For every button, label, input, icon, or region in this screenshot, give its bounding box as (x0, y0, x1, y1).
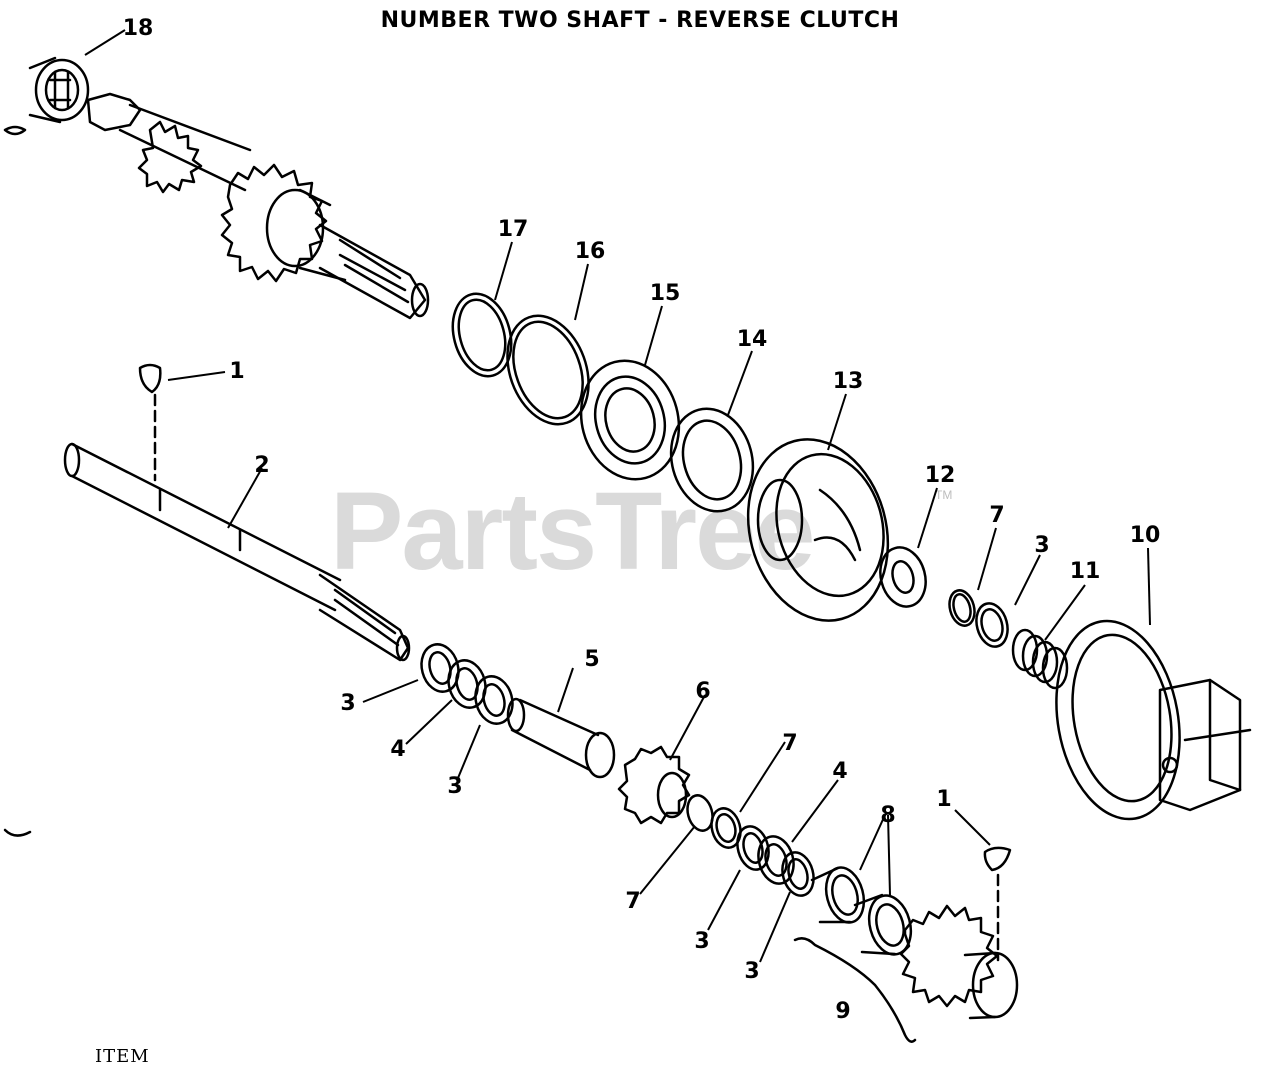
part-3-washer-upper[interactable] (972, 600, 1012, 650)
part-7-snap-ring-lower-b[interactable] (707, 805, 744, 851)
part-6-gear[interactable] (617, 745, 691, 825)
part-7-snap-ring-upper[interactable] (946, 588, 978, 629)
callout-2: 2 (254, 453, 269, 478)
callout-6: 6 (695, 679, 710, 704)
callout-14: 14 (737, 327, 768, 352)
part-5-sleeve[interactable] (506, 697, 616, 779)
part-18-bearing[interactable] (28, 56, 90, 124)
part-12-washer[interactable] (874, 542, 932, 611)
part-8-needle-bearings[interactable] (810, 863, 917, 959)
part-1-key-bottom[interactable] (983, 846, 1012, 962)
callout-labels: 18 17 16 15 14 13 12 7 3 11 10 1 2 3 4 3… (123, 16, 1161, 1024)
callout-7-c: 7 (625, 889, 640, 914)
callout-3-b: 3 (447, 774, 462, 799)
edge-mark-top (3, 125, 27, 136)
footer-item-label: ITEM (95, 1046, 150, 1067)
callout-8: 8 (880, 803, 895, 828)
part-17-snap-ring[interactable] (444, 287, 520, 383)
callout-1-top: 1 (229, 359, 244, 384)
part-10-clutch-drum[interactable] (1042, 611, 1252, 829)
upper-shaft-assembly[interactable] (86, 92, 430, 320)
part-2-shaft[interactable] (63, 442, 411, 662)
part-13-pulley[interactable] (729, 424, 908, 637)
callout-13: 13 (833, 369, 864, 394)
callout-10: 10 (1130, 523, 1161, 548)
part-14-seal[interactable] (660, 399, 764, 520)
part-7-snap-ring-lower-a[interactable] (684, 793, 716, 834)
callout-1-bottom: 1 (936, 787, 951, 812)
callout-11: 11 (1070, 559, 1101, 584)
diagram-title: NUMBER TWO SHAFT - REVERSE CLUTCH (380, 8, 900, 33)
callout-4-a: 4 (390, 737, 405, 762)
callout-3-a: 3 (340, 691, 355, 716)
part-11-spring[interactable] (1011, 628, 1069, 690)
part-9-gear-assembly[interactable] (793, 904, 1019, 1043)
part-16-retaining-ring[interactable] (493, 304, 603, 435)
callout-17: 17 (498, 217, 529, 242)
callout-3-c: 3 (694, 929, 709, 954)
callout-3-upper: 3 (1034, 533, 1049, 558)
callout-5: 5 (584, 647, 599, 672)
callout-18: 18 (123, 16, 154, 41)
part-1-key-top[interactable] (138, 363, 162, 482)
leader-lines (84, 29, 1151, 963)
part-3-washer-d[interactable] (778, 849, 818, 899)
part-3-washer-b[interactable] (470, 672, 517, 728)
callout-3-d: 3 (744, 959, 759, 984)
callout-4-b: 4 (832, 759, 847, 784)
part-15-ball-bearing[interactable] (568, 350, 692, 491)
watermark-trademark: TM (935, 488, 953, 502)
callout-7-upper: 7 (989, 503, 1004, 528)
callout-7-b: 7 (782, 731, 797, 756)
callout-15: 15 (650, 281, 681, 306)
edge-mark-bottom (3, 828, 32, 837)
callout-16: 16 (575, 239, 606, 264)
callout-12: 12 (925, 463, 956, 488)
callout-9: 9 (835, 999, 850, 1024)
